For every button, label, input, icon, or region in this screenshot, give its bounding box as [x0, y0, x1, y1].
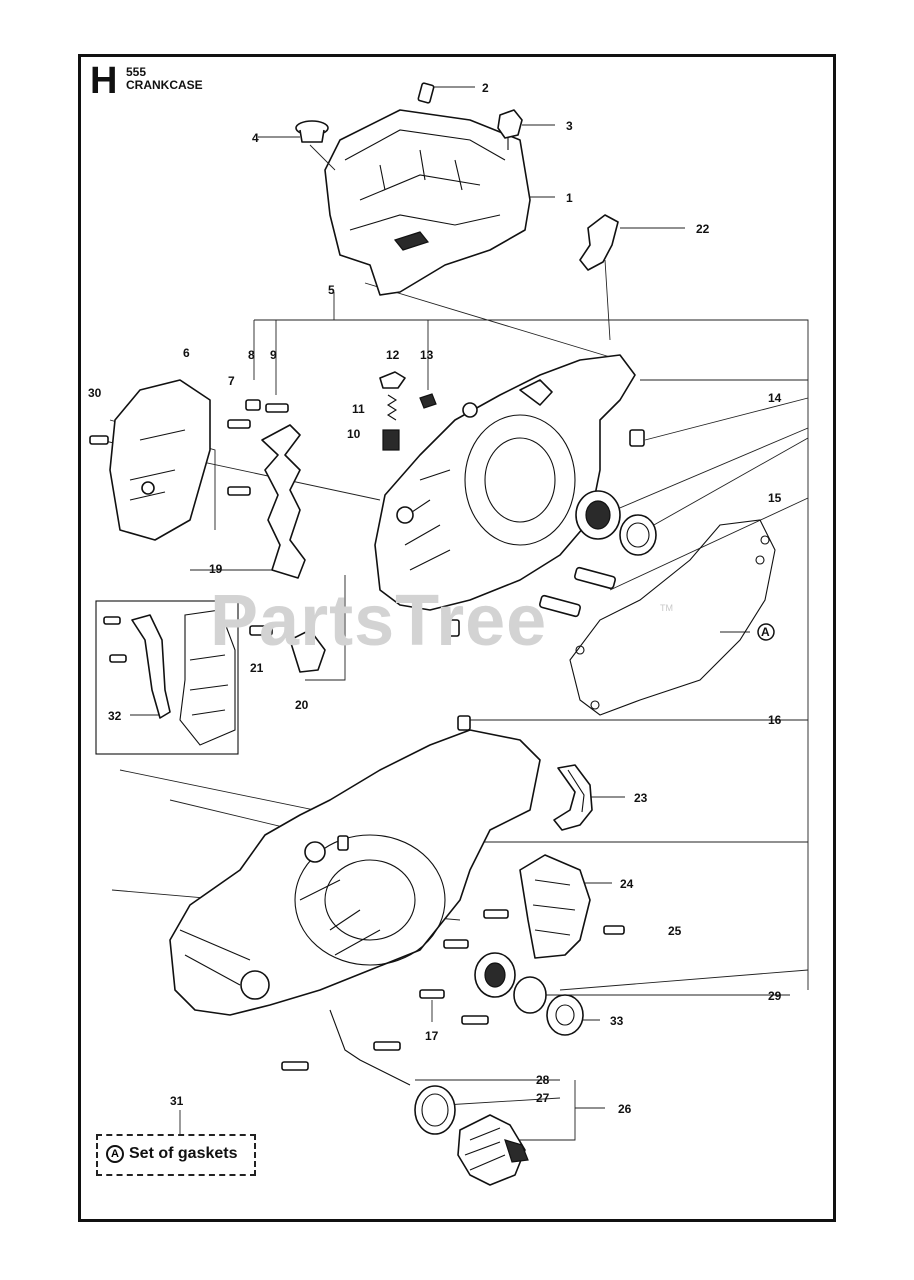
callout-11: 11 [352, 402, 365, 416]
gasket-callout-marker: A [757, 623, 775, 641]
section-letter: H [90, 60, 118, 102]
callout-12: 12 [386, 348, 400, 362]
callout-20: 20 [295, 698, 309, 712]
diagram-frame [78, 54, 836, 1222]
oil-cap-part [295, 120, 336, 171]
callout-33: 33 [610, 1014, 624, 1028]
oil-pump-part [329, 1009, 529, 1186]
clip-part [497, 109, 523, 150]
callout-16: 16 [768, 713, 782, 727]
callout-6: 6 [183, 346, 190, 360]
callout-29: 29 [768, 989, 782, 1003]
bumper-spike-part [249, 625, 326, 673]
callout-13: 13 [420, 348, 434, 362]
callout-24: 24 [620, 877, 634, 891]
callout-labels: 2 3 1 4 22 5 6 8 9 12 13 7 30 14 11 10 1… [88, 81, 782, 1116]
callout-14: 14 [768, 391, 782, 405]
callout-3: 3 [566, 119, 573, 133]
callout-2: 2 [482, 81, 489, 95]
callout-9: 9 [270, 348, 277, 362]
buffer-part [553, 764, 593, 831]
callout-30: 30 [88, 386, 102, 400]
legend-box [96, 1134, 256, 1176]
watermark-tm: TM [660, 603, 673, 613]
callout-28: 28 [536, 1073, 550, 1087]
callout-21: 21 [250, 661, 264, 675]
callout-17: 17 [425, 1029, 439, 1043]
screw-part [89, 435, 109, 445]
legend-marker: A [106, 1145, 124, 1163]
screw-part [417, 82, 435, 104]
crankcase-main-part [374, 354, 636, 611]
small-springs-part [379, 371, 437, 451]
cover-part [519, 854, 591, 959]
callout-23: 23 [634, 791, 648, 805]
callout-32: 32 [108, 709, 122, 723]
bearing-33-part [474, 952, 584, 1036]
section-title: CRANKCASE [126, 78, 203, 92]
crankcase-lower-part [169, 729, 541, 1016]
callout-10: 10 [347, 427, 361, 441]
bracket-part [579, 214, 619, 341]
tank-housing-part [324, 109, 531, 296]
callout-4: 4 [252, 131, 259, 145]
callout-19: 19 [209, 562, 223, 576]
inset-box [95, 600, 239, 755]
gasket-marker-letter: A [761, 625, 770, 639]
watermark-text: PartsTree [210, 581, 548, 661]
chain-guard-part [109, 379, 211, 541]
callout-22: 22 [696, 222, 710, 236]
chain-catcher-part [261, 424, 306, 579]
legend-text: Set of gaskets [129, 1145, 238, 1162]
callout-27: 27 [536, 1091, 550, 1105]
gasket-part [569, 519, 776, 716]
bearings-part [444, 429, 657, 637]
lower-screws-part [281, 715, 625, 1071]
callout-5: 5 [328, 283, 335, 297]
callout-1: 1 [566, 191, 573, 205]
screws-group-part [227, 399, 289, 496]
callout-15: 15 [768, 491, 782, 505]
callout-25: 25 [668, 924, 682, 938]
model-number: 555 [126, 65, 147, 79]
callout-31: 31 [170, 1094, 184, 1108]
callout-8: 8 [248, 348, 255, 362]
callout-7: 7 [228, 374, 235, 388]
callout-26: 26 [618, 1102, 632, 1116]
